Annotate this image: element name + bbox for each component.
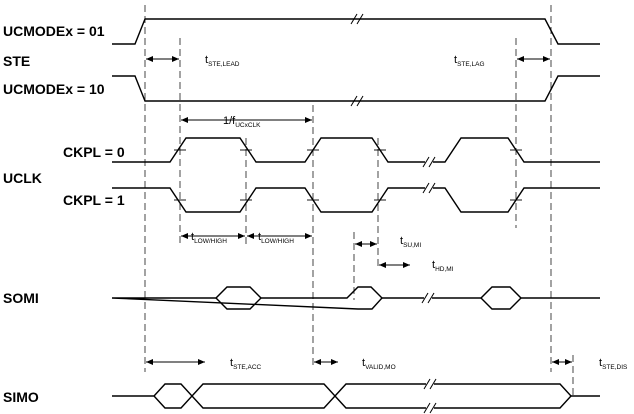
ste-ucmode01-waveform bbox=[112, 13, 600, 45]
hd-mi-label: tHD,MI bbox=[432, 259, 454, 273]
su-mi-label: tSU,MI bbox=[400, 235, 421, 249]
ste-acc-label: tSTE,ACC bbox=[230, 357, 262, 371]
clock-period-label: 1/fUCxCLK bbox=[223, 115, 261, 129]
uclk-label: UCLK bbox=[3, 170, 42, 186]
ucmode10-label: UCMODEx = 10 bbox=[3, 81, 105, 97]
ckpl1-label: CKPL = 1 bbox=[63, 192, 125, 208]
ste-dis-label: tSTE,DIS bbox=[599, 357, 628, 371]
ste-ucmode10-waveform bbox=[112, 75, 600, 107]
simo-label: SIMO bbox=[3, 389, 39, 405]
ste-label: STE bbox=[3, 53, 30, 69]
ckpl0-label: CKPL = 0 bbox=[63, 144, 125, 160]
ste-lead-label: tSTE,LEAD bbox=[205, 54, 240, 68]
clock-edge-ticks bbox=[174, 149, 522, 201]
ucmode01-label: UCMODEx = 01 bbox=[3, 23, 105, 39]
uclk-ckpl0-waveform bbox=[112, 137, 600, 168]
valid-mo-label: tVALID,MO bbox=[362, 357, 396, 371]
ste-lag-label: tSTE,LAG bbox=[454, 54, 485, 68]
low-high-1-label: tLOW/HIGH bbox=[191, 231, 227, 245]
somi-label: SOMI bbox=[3, 290, 39, 306]
low-high-2-label: tLOW/HIGH bbox=[258, 231, 294, 245]
somi-waveform bbox=[111, 286, 600, 310]
uclk-ckpl1-waveform bbox=[112, 182, 600, 213]
simo-waveform bbox=[112, 378, 600, 414]
